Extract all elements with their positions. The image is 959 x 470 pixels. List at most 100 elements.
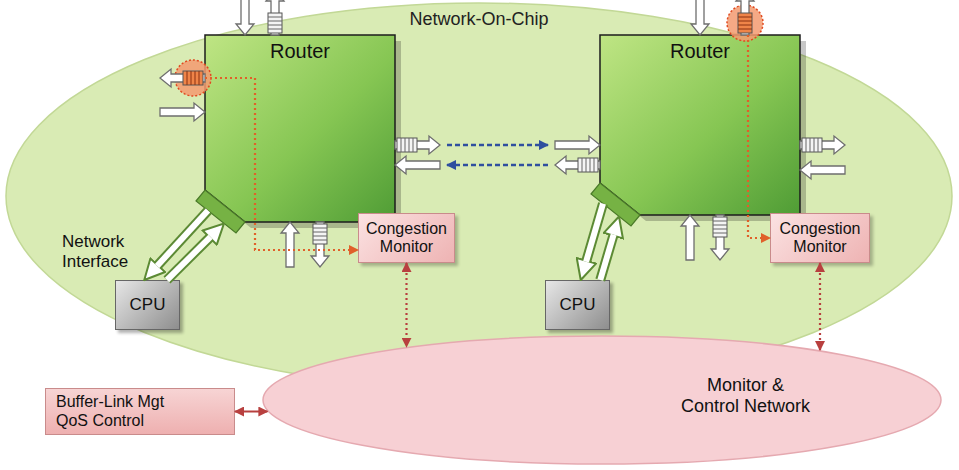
label-holder: Network Interface bbox=[62, 232, 142, 271]
buffer-slot bbox=[268, 25, 282, 26]
buffer-slot bbox=[738, 21, 752, 22]
monitor-tap-connector bbox=[205, 78, 358, 250]
monitor-label: Congestion Monitor bbox=[776, 220, 864, 257]
interface-connector bbox=[586, 204, 603, 262]
buffer-slot bbox=[313, 228, 327, 229]
interface-connector-core bbox=[600, 235, 613, 280]
port-arrow bbox=[800, 136, 845, 154]
qos-label: Buffer-Link Mgt QoS Control bbox=[56, 393, 181, 430]
router-block: Router bbox=[600, 35, 800, 215]
congestion-highlight bbox=[175, 60, 211, 96]
router-port bbox=[395, 136, 440, 154]
noc-region: Router RouterCongestion Monitor Congestion… bbox=[5, 2, 953, 390]
buffer-slot bbox=[409, 138, 410, 152]
cpu-label: CPU bbox=[130, 295, 166, 315]
buffer-slot bbox=[590, 158, 591, 172]
port-arrow bbox=[736, 0, 754, 35]
port-arrow bbox=[236, 0, 254, 35]
port-arrow bbox=[395, 136, 440, 154]
buffer-slot bbox=[268, 21, 282, 22]
router-label: Router bbox=[219, 40, 381, 63]
port-arrow bbox=[555, 156, 600, 174]
buffer-slot bbox=[268, 29, 282, 30]
port-arrow bbox=[681, 215, 699, 260]
buffer-slot bbox=[738, 25, 752, 26]
region-ellipse bbox=[263, 336, 941, 464]
port-arrow bbox=[800, 161, 845, 179]
buffer-queue bbox=[738, 13, 752, 33]
router-body bbox=[205, 35, 395, 222]
buffer-slot bbox=[195, 71, 196, 85]
buffer-slot bbox=[586, 158, 587, 172]
interface-connector-core bbox=[157, 211, 208, 266]
buffer-slot bbox=[401, 138, 402, 152]
monitor-connector bbox=[406, 263, 407, 347]
router-port bbox=[727, 0, 763, 41]
router-port bbox=[311, 222, 329, 267]
region-outline bbox=[262, 335, 942, 465]
router-port bbox=[681, 215, 699, 260]
buffer-queue bbox=[802, 138, 822, 152]
congestion-monitor-box: Congestion Monitor bbox=[358, 213, 455, 263]
buffer-slot bbox=[313, 236, 327, 237]
monitor-tap-connector bbox=[748, 35, 770, 238]
interface-connector-path bbox=[167, 237, 210, 280]
buffer-slot bbox=[268, 17, 282, 18]
router-port bbox=[266, 0, 284, 35]
router-port bbox=[800, 161, 845, 179]
buffer-slot bbox=[806, 138, 807, 152]
network-interface-block bbox=[196, 190, 245, 233]
link-connector-path bbox=[447, 164, 548, 167]
buffer-queue bbox=[713, 217, 727, 237]
router-port bbox=[711, 215, 729, 260]
buffer-slot bbox=[199, 71, 200, 85]
link-connector bbox=[447, 164, 548, 165]
monitor-connector-path bbox=[405, 263, 407, 347]
cpu-box: CPU bbox=[115, 280, 180, 330]
link-connector bbox=[447, 144, 548, 145]
buffer-slot bbox=[713, 221, 727, 222]
monitor-connector bbox=[820, 263, 821, 350]
router-port bbox=[281, 222, 299, 267]
buffer-queue bbox=[183, 71, 203, 85]
buffer-slot bbox=[738, 29, 752, 30]
router-port bbox=[160, 103, 205, 121]
buffer-slot bbox=[738, 17, 752, 18]
buffer-queue bbox=[397, 138, 417, 152]
port-arrow bbox=[281, 222, 299, 267]
port-arrow bbox=[311, 222, 329, 267]
buffer-slot bbox=[313, 232, 327, 233]
buffer-slot bbox=[191, 71, 192, 85]
region-title: Monitor & Control Network bbox=[678, 375, 813, 416]
qos-control-box: Buffer-Link Mgt QoS Control bbox=[45, 388, 235, 435]
network-interface-block bbox=[591, 183, 640, 226]
router-block: Router bbox=[205, 35, 395, 222]
monitor-tap-connector-path bbox=[748, 35, 770, 238]
congestion-monitor-box: Congestion Monitor bbox=[770, 213, 870, 263]
link-connector-path bbox=[447, 144, 548, 147]
interface-connector-path bbox=[157, 211, 208, 266]
router-label: Router bbox=[614, 40, 786, 63]
buffer-slot bbox=[405, 138, 406, 152]
port-arrow bbox=[555, 136, 600, 154]
buffer-slot bbox=[413, 138, 414, 152]
buffer-slot bbox=[594, 158, 595, 172]
interface-connector bbox=[157, 211, 208, 266]
buffer-slot bbox=[582, 158, 583, 172]
buffer-slot bbox=[810, 138, 811, 152]
interface-connector-core bbox=[586, 204, 603, 262]
cpu-label: CPU bbox=[560, 295, 596, 315]
port-arrow bbox=[711, 215, 729, 260]
port-arrow bbox=[266, 0, 284, 35]
port-arrow bbox=[160, 103, 205, 121]
region-outline bbox=[5, 2, 953, 390]
buffer-queue bbox=[578, 158, 598, 172]
buffer-queue bbox=[313, 224, 327, 244]
buffer-queue bbox=[268, 13, 282, 33]
monitor-network-region: Monitor & Control Network bbox=[262, 335, 942, 465]
router-port bbox=[691, 0, 709, 35]
region-title: Network-On-Chip bbox=[5, 9, 953, 30]
buffer-slot bbox=[818, 138, 819, 152]
router-port bbox=[160, 60, 211, 96]
buffer-slot bbox=[713, 229, 727, 230]
